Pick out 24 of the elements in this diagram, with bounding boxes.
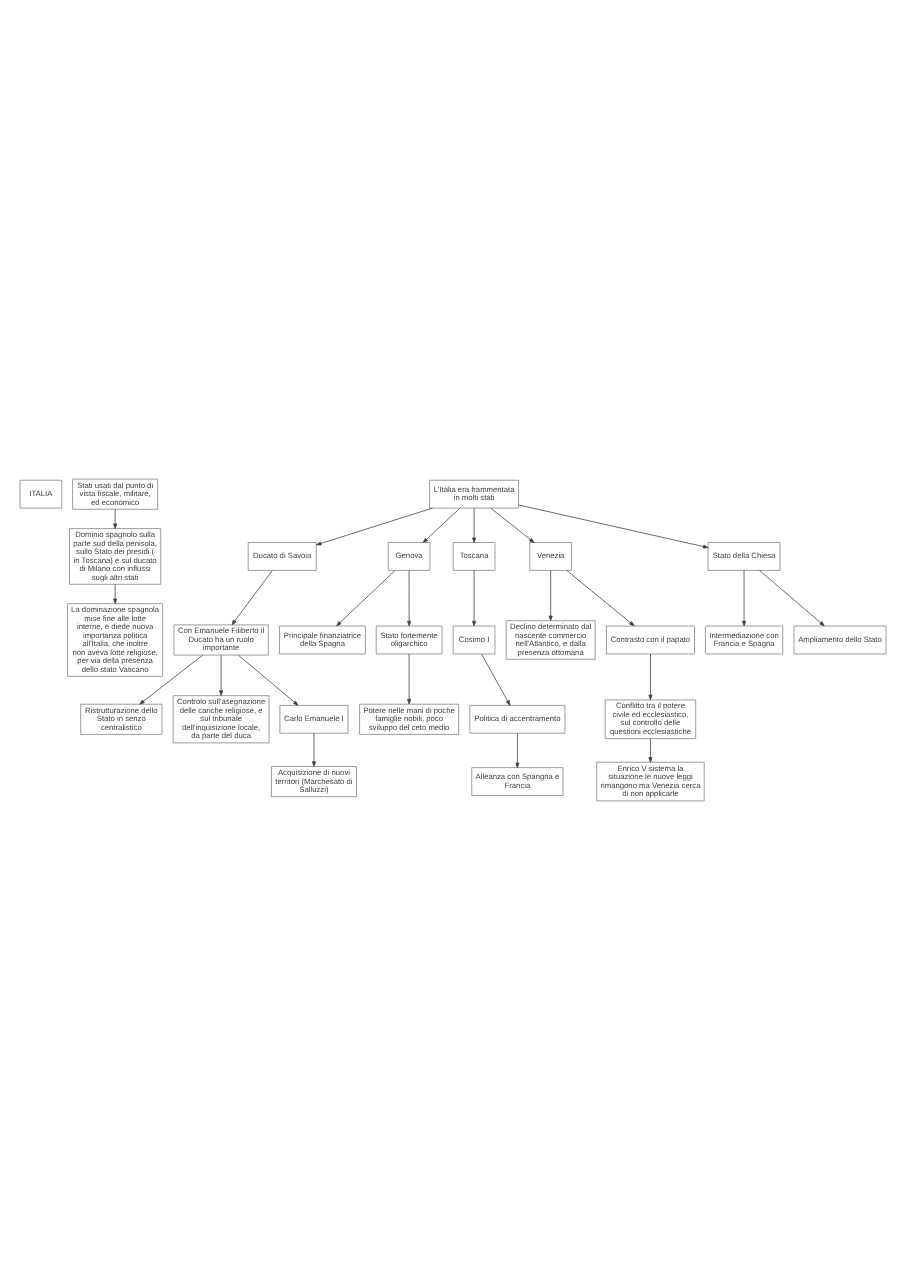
arrow [231,570,273,626]
arrow [407,653,412,705]
arrow [407,570,412,627]
arrow [113,583,118,604]
arrow [515,732,520,769]
arrow [490,507,535,543]
arrow [336,570,396,627]
arrow [113,508,118,529]
arrow [311,732,316,767]
arrow [648,653,653,701]
arrow [472,507,477,543]
arrow [237,654,299,706]
arrow [518,504,709,549]
arrow [548,570,553,621]
arrow [316,507,433,546]
arrow [422,507,461,543]
arrow [139,654,203,705]
arrow [219,655,224,696]
arrow [759,570,825,627]
arrow [648,738,653,763]
arrow [566,570,635,627]
arrow [481,653,511,706]
arrow [742,570,747,627]
arrow [472,570,477,627]
